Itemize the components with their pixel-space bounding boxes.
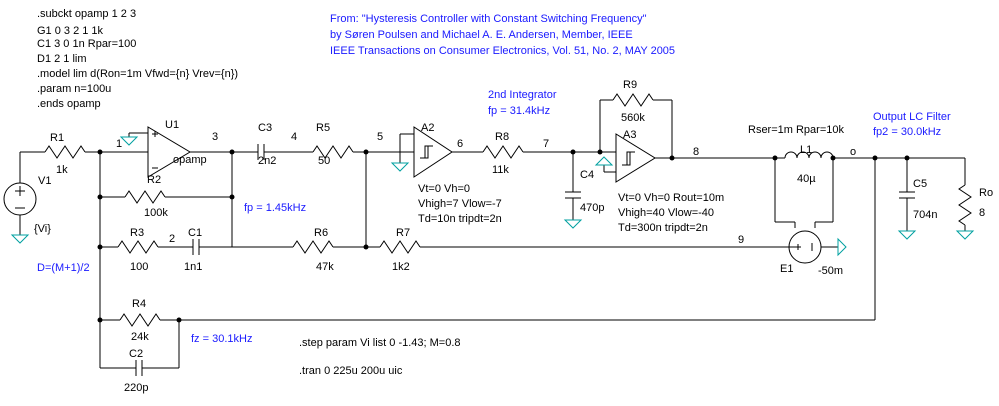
a2-param-2: Vhigh=7 Vlow=-7	[418, 198, 502, 210]
filter-label: Output LC Filter	[873, 111, 951, 123]
r7-name: R7	[396, 227, 410, 239]
ro-name: Ro	[979, 187, 993, 199]
r8-value: 11k	[492, 164, 509, 176]
r6-value: 47k	[316, 261, 334, 273]
v1-value: {Vi}	[34, 223, 51, 235]
a3-comparator[interactable]	[594, 133, 656, 183]
svg-text:IEEE Transactions on Consumer: IEEE Transactions on Consumer Electronic…	[330, 45, 675, 57]
svg-text:C1 3 0 1n Rpar=100: C1 3 0 1n Rpar=100	[37, 38, 136, 50]
svg-text:.model lim d(Ron=1m Vfwd={n} V: .model lim d(Ron=1m Vfwd={n} Vrev={n})	[37, 68, 238, 80]
r8-name: R8	[495, 131, 509, 143]
r5-resistor[interactable]	[312, 145, 354, 159]
fp-first-label: fp = 1.45kHz	[244, 202, 306, 214]
c2-capacitor[interactable]	[135, 360, 143, 376]
svg-text:D1 2 1 lim: D1 2 1 lim	[37, 53, 87, 65]
a2-param-1: Vt=0 Vh=0	[418, 183, 470, 195]
net-6-label: 6	[457, 138, 463, 150]
fp-int2-label: fp = 31.4kHz	[488, 105, 550, 117]
r3-value: 100	[130, 261, 148, 273]
c4-capacitor[interactable]	[565, 191, 581, 199]
net-2-label: 2	[169, 233, 175, 245]
c3-name: C3	[258, 122, 272, 134]
r7-value: 1k2	[392, 261, 410, 273]
r2-value: 100k	[144, 207, 168, 219]
c1-capacitor[interactable]	[192, 239, 200, 255]
a2-param-3: Td=10n tripdt=2n	[418, 213, 502, 225]
l1-inductor[interactable]	[784, 151, 834, 159]
net-3-label: 3	[212, 131, 218, 143]
net-1-label: 1	[116, 138, 122, 150]
svg-text:.param n=100u: .param n=100u	[37, 83, 111, 95]
r9-name: R9	[623, 79, 637, 91]
r6-name: R6	[314, 227, 328, 239]
c4-value: 470p	[580, 202, 604, 214]
a3-param-3: Td=300n tripdt=2n	[618, 222, 708, 234]
c3-value: 2n2	[258, 155, 276, 167]
a3-name: A3	[623, 129, 636, 141]
c5-capacitor[interactable]	[899, 191, 915, 199]
r1-resistor[interactable]	[44, 145, 86, 159]
svg-text:.subckt opamp 1 2 3: .subckt opamp 1 2 3	[37, 8, 136, 20]
r4-resistor[interactable]	[119, 313, 161, 327]
source-note: From: "Hysteresis Controller with Consta…	[330, 13, 675, 57]
r2-name: R2	[147, 174, 161, 186]
r5-value: 50	[318, 155, 330, 167]
u1-name: U1	[165, 119, 179, 131]
net-9-label: 9	[738, 234, 744, 246]
e1-name: E1	[780, 263, 793, 275]
r5-name: R5	[316, 122, 330, 134]
a2-name: A2	[421, 122, 434, 134]
a3-param-1: Vt=0 Vh=0 Rout=10m	[618, 192, 724, 204]
r4-value: 24k	[131, 331, 149, 343]
r7-resistor[interactable]	[379, 240, 421, 254]
e1-vcvs[interactable]	[788, 230, 847, 264]
step-directive: .step param Vi list 0 -1.43; M=0.8	[299, 337, 461, 349]
svg-text:by Søren Poulsen and Michael A: by Søren Poulsen and Michael A. E. Ander…	[330, 29, 633, 41]
ro-resistor[interactable]	[958, 184, 972, 226]
l1-value: 40µ	[797, 173, 816, 185]
subckt-directive: .subckt opamp 1 2 3 G1 0 3 2 1 1k C1 3 0…	[37, 8, 238, 110]
net-4-label: 4	[291, 131, 297, 143]
u1-opamp[interactable]	[119, 126, 191, 178]
a2-comparator[interactable]	[390, 126, 453, 178]
a3-param-2: Vhigh=40 Vlow=-40	[618, 207, 714, 219]
v1-name: V1	[38, 175, 51, 187]
net-5-label: 5	[377, 131, 383, 143]
l1-param: Rser=1m Rpar=10k	[748, 124, 844, 136]
u1-value: opamp	[173, 154, 207, 166]
c5-value: 704n	[913, 209, 937, 221]
r9-resistor[interactable]	[612, 93, 654, 107]
fp2-label: fp2 = 30.0kHz	[873, 126, 941, 138]
r9-value: 560k	[621, 112, 645, 124]
r3-name: R3	[130, 227, 144, 239]
net-7-label: 7	[543, 138, 549, 150]
svg-text:G1 0 3 2 1 1k: G1 0 3 2 1 1k	[37, 25, 104, 37]
r1-value: 1k	[56, 164, 68, 176]
l1-name: L1	[800, 144, 812, 156]
net-8-label: 8	[693, 146, 699, 158]
c5-name: C5	[913, 178, 927, 190]
net-o-label: o	[850, 146, 856, 158]
r6-resistor[interactable]	[292, 240, 334, 254]
fz-label: fz = 30.1kHz	[191, 333, 252, 345]
tran-directive: .tran 0 225u 200u uic	[299, 365, 403, 377]
svg-text:.ends opamp: .ends opamp	[37, 98, 101, 110]
duty-label: D=(M+1)/2	[37, 262, 90, 274]
e1-value: -50m	[818, 265, 843, 277]
c1-value: 1n1	[184, 261, 202, 273]
r1-name: R1	[50, 132, 64, 144]
c1-name: C1	[188, 227, 202, 239]
r4-name: R4	[132, 298, 146, 310]
c2-name: C2	[129, 348, 143, 360]
integrator-label: 2nd Integrator	[488, 89, 557, 101]
r3-resistor[interactable]	[117, 240, 159, 254]
ro-value: 8	[979, 207, 985, 219]
r2-resistor[interactable]	[124, 190, 166, 204]
c2-value: 220p	[124, 382, 148, 394]
v1-source[interactable]	[3, 152, 37, 244]
c4-name: C4	[580, 169, 594, 181]
svg-text:From: "Hysteresis Controller w: From: "Hysteresis Controller with Consta…	[330, 13, 647, 25]
r8-resistor[interactable]	[482, 145, 524, 159]
